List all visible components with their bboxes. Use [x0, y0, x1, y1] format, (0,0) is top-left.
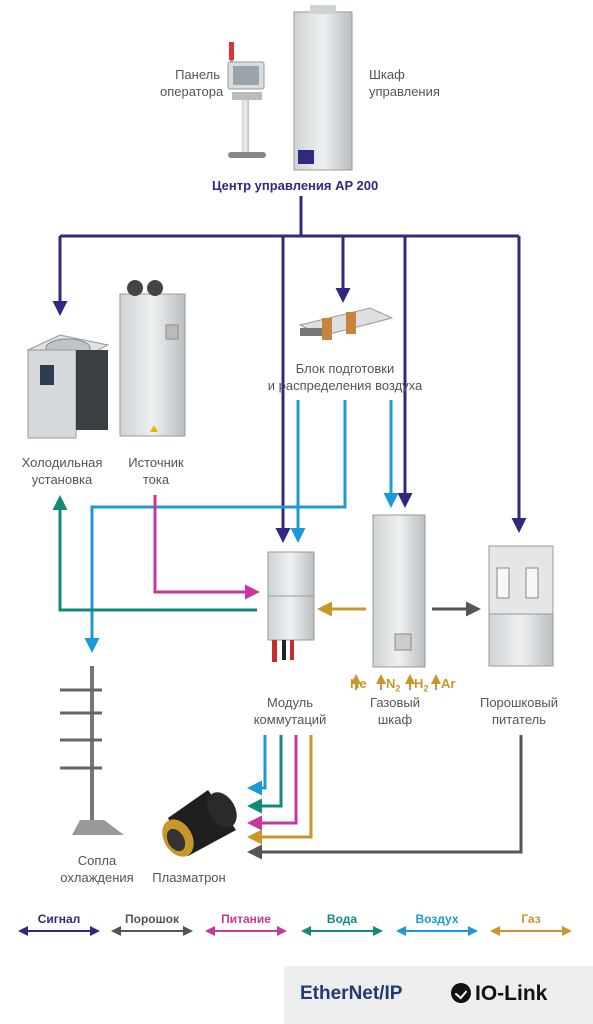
operator-panel-image: [227, 42, 266, 158]
air-block-image: [298, 307, 394, 340]
gas-cabinet-image: [372, 514, 426, 668]
powder-feeder-image: [488, 545, 554, 667]
switch-module-image: [267, 551, 315, 662]
legend-power: Питание: [221, 912, 271, 926]
powder-lines: [247, 601, 523, 860]
air-lines: [84, 400, 399, 796]
cooling-nozzles-image: [60, 666, 124, 835]
gas-label-n2: N2: [386, 676, 401, 694]
signal-lines: [52, 196, 527, 543]
chiller-image: [26, 334, 110, 439]
power-source-image: [119, 280, 186, 437]
io-link-icon: [451, 983, 471, 1003]
io-link-logo: IO-Link: [451, 982, 547, 1006]
control-center-title: Центр управления AP 200: [212, 178, 379, 193]
legend-signal: Сигнал: [37, 912, 81, 926]
water-lines: [52, 495, 283, 814]
gas-label-ar: Ar: [441, 676, 456, 691]
plasmatron-label: Плазматрон: [152, 870, 226, 885]
legend-gas: Газ: [521, 912, 541, 926]
power-lines: [153, 495, 298, 831]
gas-label-h2: H2: [414, 676, 429, 694]
gas-arrows: [351, 674, 441, 690]
control-cabinet-image: [293, 5, 353, 171]
legend-powder: Порошок: [125, 912, 179, 926]
gas-label-he: He: [350, 676, 367, 691]
gas-lines: [247, 601, 366, 845]
legend-water: Вода: [326, 912, 358, 926]
plasmatron-image: [162, 790, 237, 857]
logo-strip: EtherNet/IP IO-Link: [284, 966, 593, 1024]
ethernet-ip-logo: EtherNet/IP: [300, 983, 403, 1004]
legend-air: Воздух: [415, 912, 459, 926]
